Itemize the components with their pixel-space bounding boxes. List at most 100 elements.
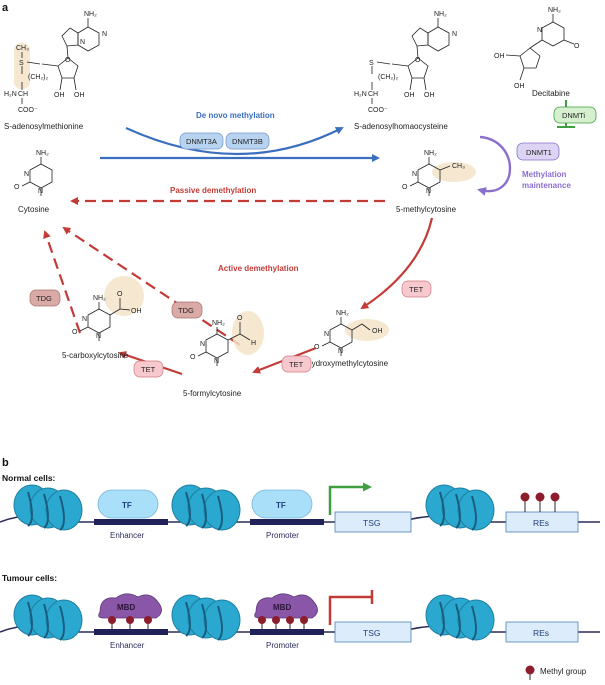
methyl-group [126, 616, 134, 629]
sah-label: S-adenosylhomaocysteine [354, 122, 448, 131]
tet-pill [401, 280, 432, 298]
cytosine-n: N [38, 188, 43, 195]
mc-o: O [402, 184, 408, 191]
sah-oh: OH [424, 92, 435, 99]
methylcytosine-molecule: NH₂ CH₃ N O N 5-methylcytosine [396, 150, 476, 214]
carboxylcytosine-label: 5-carboxylcytosine [62, 351, 129, 360]
mc-n: N [412, 171, 417, 178]
nucleosome [13, 594, 83, 641]
nucleosome [425, 484, 495, 531]
methyl-group [300, 616, 308, 629]
fc-o: O [237, 315, 243, 322]
sam-oh: OH [74, 92, 85, 99]
maintenance-label-2: maintenance [522, 181, 571, 190]
tf-enhancer [97, 489, 159, 519]
cac-oh: OH [131, 308, 142, 315]
methyl-group [272, 616, 280, 629]
res-box [505, 621, 579, 643]
sam-h2n: H₂N [4, 91, 17, 98]
cac-n: N [82, 316, 87, 323]
panel-b-label: b [2, 457, 9, 469]
methyl-group [520, 492, 530, 512]
tsg-box [334, 621, 412, 643]
tf-label: TF [122, 501, 132, 510]
de-novo-label: De novo methylation [196, 111, 275, 120]
decitabine-n: N [537, 27, 542, 34]
hmc-oh: OH [372, 328, 383, 335]
mbd-label: MBD [117, 603, 135, 612]
methyl-group [144, 616, 152, 629]
dnmt3a-pill [179, 132, 224, 150]
hydroxymethylcytosine-label: 5-hydroxymethylcytosine [300, 359, 389, 368]
hmc-nh2: NH₂ [336, 310, 349, 317]
hydroxymethylcytosine-molecule: NH₂ OH N O N 5-hydroxymethylcytosine [300, 310, 389, 368]
active-dashed-arrow [62, 226, 241, 346]
dnmti-label: DNMTi [562, 111, 585, 120]
tet-pill [133, 360, 164, 378]
cytosine-o: O [14, 184, 20, 191]
dnmt3b-pill [225, 132, 270, 150]
promoter-label: Promoter [266, 641, 299, 650]
tdg-label: TDG [36, 294, 52, 303]
sam-n: N [102, 31, 107, 38]
cac-o: O [72, 329, 78, 336]
formylcytosine-label: 5-formylcytosine [183, 389, 242, 398]
methylcytosine-label: 5-methylcytosine [396, 205, 457, 214]
nucleosome [13, 484, 83, 531]
mbd-protein [98, 593, 162, 619]
sah-molecule: NH₂ N O S (CH₂)₂ H₂N CH COO⁻ OH OH S-ade… [354, 11, 457, 131]
methyl-group [108, 616, 116, 629]
cytosine-nh2: NH₂ [36, 150, 49, 157]
tet-label: TET [289, 360, 304, 369]
sam-ch3: CH₃ [16, 45, 29, 52]
enhancer-label: Enhancer [110, 641, 145, 650]
mc-ch3: CH₃ [452, 163, 465, 170]
sam-n: N [80, 39, 85, 46]
tdg-pill [171, 301, 203, 319]
promoter-region [250, 629, 324, 635]
normal-cells-label: Normal cells: [2, 473, 56, 483]
res-label: REs [533, 628, 549, 638]
cytosine-n: N [24, 171, 29, 178]
nucleosome [425, 594, 495, 641]
dnmt3b-label: DNMT3B [232, 137, 263, 146]
tdg-dashed-arrow [43, 230, 82, 334]
de-novo-arrow [125, 126, 344, 156]
sam-coo: COO⁻ [18, 107, 38, 114]
tet-pill [281, 355, 312, 373]
sah-s: S [369, 60, 374, 67]
mc-nh2: NH₂ [424, 150, 437, 157]
sam-label: S-adenosylmethionine [4, 122, 84, 131]
cac-o: O [117, 291, 123, 298]
methyl-group [550, 492, 560, 512]
sam-oh: OH [54, 92, 65, 99]
tf-promoter [251, 489, 313, 519]
fc-nh2: NH₂ [212, 320, 225, 327]
cac-n: N [96, 333, 101, 340]
tsg-label: TSG [363, 518, 380, 528]
res-box [505, 511, 579, 533]
tumour-cells-label: Tumour cells: [2, 573, 57, 583]
enhancer-region [94, 629, 168, 635]
sah-nh2: NH₂ [434, 11, 447, 18]
panel-a-label: a [2, 2, 9, 14]
mbd-label: MBD [273, 603, 291, 612]
tet-label: TET [141, 365, 156, 374]
methyl-group [258, 616, 266, 629]
legend-methyl-label: Methyl group [540, 667, 587, 676]
decitabine-oh: OH [514, 83, 525, 90]
fc-o: O [190, 354, 196, 361]
sah-n: N [452, 31, 457, 38]
tsg-label: TSG [363, 628, 380, 638]
maintenance-label-1: Methylation [522, 170, 567, 179]
decitabine-oh: OH [494, 53, 505, 60]
transcription-start-arrow [328, 482, 372, 515]
dnmti-pill [553, 106, 597, 124]
sam-o: O [65, 57, 71, 64]
sah-ch22: (CH₂)₂ [378, 74, 398, 81]
sah-oh: OH [404, 92, 415, 99]
sam-nh2: NH₂ [84, 11, 97, 18]
active-label: Active demethylation [218, 264, 299, 273]
res-label: REs [533, 518, 549, 528]
